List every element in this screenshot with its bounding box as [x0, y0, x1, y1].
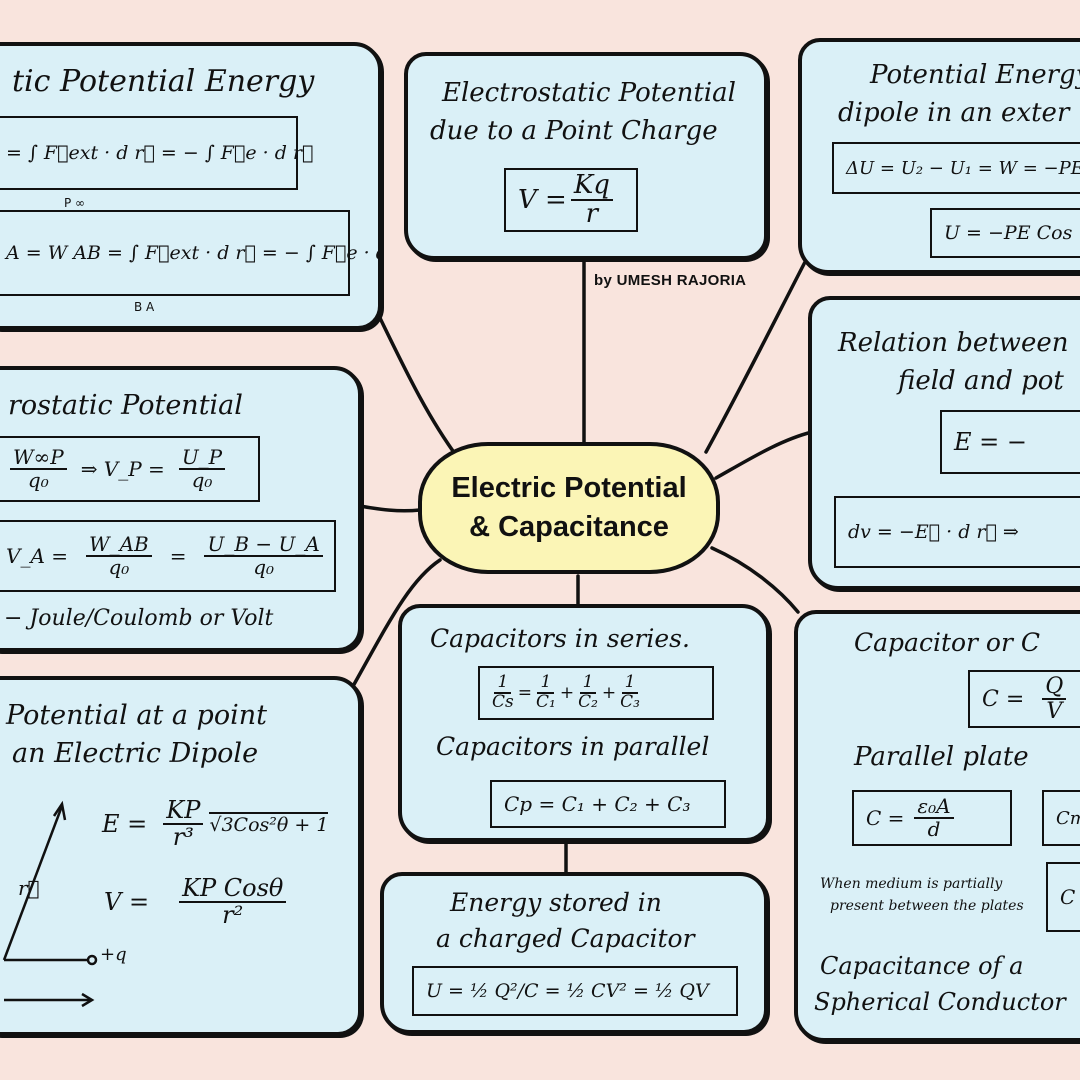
- card-title-line1: Potential at a point: [6, 700, 267, 731]
- formula-e-gradient: E = −: [940, 410, 1080, 474]
- formula-delta-u: ΔU = U₂ − U₁ = W = −PE: [832, 142, 1080, 194]
- formula-work-ab: A = W AB = ∫ F⃗ext · d r⃗ = − ∫ F⃗e · d …: [0, 210, 378, 296]
- formula-partial-medium: C: [1046, 862, 1080, 932]
- spherical-title-line2: Spherical Conductor: [814, 988, 1066, 1016]
- link-dipole-energy: [704, 260, 807, 454]
- central-topic: Electric Potential & Capacitance: [418, 442, 720, 574]
- card-dipole-potential: Potential at a point an Electric Dipole …: [0, 676, 362, 1036]
- card-dipole-energy: Potential Energy dipole in an exter ΔU =…: [798, 38, 1080, 274]
- card-title-line1: Energy stored in: [450, 888, 662, 917]
- charge-label: +q: [100, 944, 127, 965]
- card-field-relation: Relation between field and pot E = − dv …: [808, 296, 1080, 590]
- central-topic-line2: & Capacitance: [469, 511, 669, 543]
- parallel-plate-title: Parallel plate: [854, 742, 1029, 772]
- card-title: Capacitor or C: [854, 628, 1041, 657]
- card-potential-energy: tic Potential Energy = ∫ F⃗ext · d r⃗ = …: [0, 42, 382, 330]
- medium-note-line1: When medium is partially: [820, 876, 1003, 892]
- medium-note-line2: present between the plates: [830, 898, 1024, 914]
- link-dipole-potential: [350, 558, 442, 690]
- card-title-line2: dipole in an exter: [838, 98, 1070, 128]
- card-title-line2: an Electric Dipole: [12, 738, 259, 769]
- card-title: tic Potential Energy: [12, 64, 315, 99]
- dipole-sketch: [2, 800, 98, 1008]
- link-capacitor: [710, 546, 800, 614]
- card-title-line2: field and pot: [898, 366, 1064, 396]
- card-energy-stored: Energy stored in a charged Capacitor U =…: [380, 872, 768, 1034]
- formula-dv: dv = −E⃗ · d r⃗ ⇒: [834, 496, 1080, 568]
- card-title-line1: Electrostatic Potential: [442, 78, 736, 108]
- r-vector-label: r⃗: [18, 876, 40, 900]
- limits-label-ab: B A: [134, 300, 155, 314]
- card-title-line2: a charged Capacitor: [436, 924, 695, 953]
- formula-u: U = −PE Cos: [930, 208, 1080, 258]
- formula-work-infinity: = ∫ F⃗ext · d r⃗ = − ∫ F⃗e · d r⃗: [0, 116, 313, 190]
- card-point-charge: Electrostatic Potential due to a Point C…: [404, 52, 768, 260]
- spherical-title-line1: Capacitance of a: [820, 952, 1024, 980]
- card-title: rostatic Potential: [8, 390, 243, 421]
- card-title-line1: Potential Energy: [870, 60, 1080, 90]
- link-field-relation: [714, 430, 814, 480]
- card-title-line2: due to a Point Charge: [430, 116, 718, 146]
- link-electrostatic-potential: [353, 503, 422, 513]
- central-topic-line1: Electric Potential: [451, 471, 687, 504]
- parallel-title: Capacitors in parallel: [436, 732, 710, 761]
- limits-label: P ∞: [64, 196, 86, 210]
- formula-parallel: Cp = C₁ + C₂ + C₃: [490, 780, 726, 828]
- series-title: Capacitors in series.: [430, 624, 690, 653]
- formula-medium: Cm: [1042, 790, 1080, 846]
- card-title-line1: Relation between: [838, 328, 1069, 358]
- unit-label: − Joule/Coulomb or Volt: [4, 606, 274, 631]
- link-potential-energy: [378, 316, 460, 460]
- formula-energy: U = ½ Q²/C = ½ CV² = ½ QV: [412, 966, 738, 1016]
- author-credit: by UMESH RAJORIA: [594, 272, 747, 289]
